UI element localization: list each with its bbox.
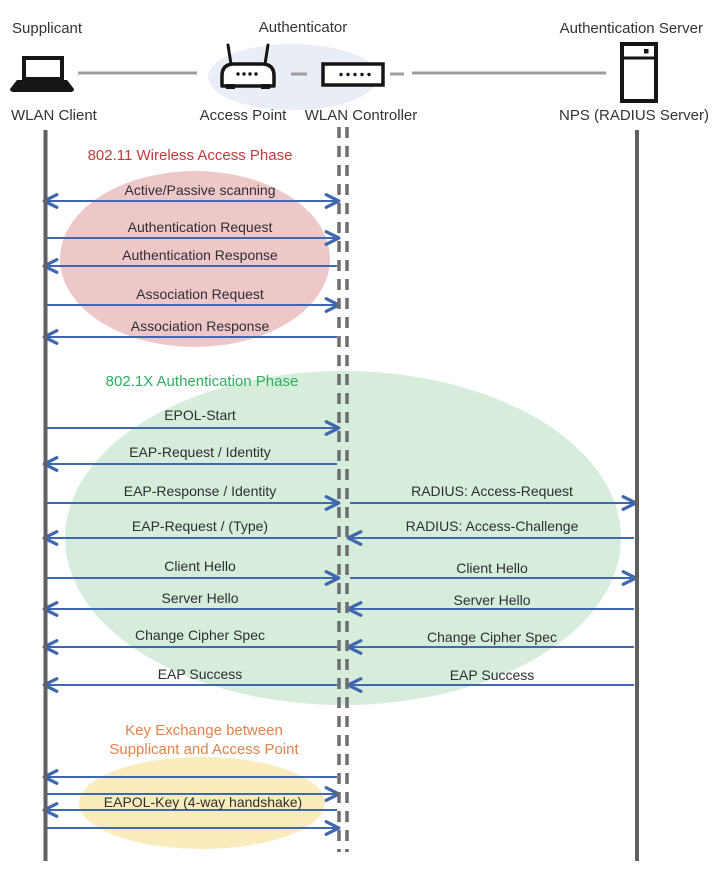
server-icon [620,42,658,103]
msg-epol-start: EPOL-Start [164,407,236,423]
phase2-title: 802.1X Authentication Phase [105,373,299,390]
msg-eap-request-type: EAP-Request / (Type) [131,518,269,534]
msg-authentication-request: Authentication Request [127,219,273,235]
msg-eap-success-right: EAP Success [449,667,535,683]
phase3-title-line2: Supplicant and Access Point [109,741,299,758]
device-label-wlan-client: WLAN Client [11,107,97,124]
msg-radius-access-request: RADIUS: Access-Request [411,483,573,499]
msg-association-request: Association Request [136,286,264,302]
msg-radius-access-challenge: RADIUS: Access-Challenge [405,518,579,534]
msg-client-hello-left: Client Hello [164,558,236,574]
phase1-title: 802.11 Wireless Access Phase [87,147,293,164]
phase3-ellipse [79,757,325,849]
msg-client-hello-right: Client Hello [456,560,528,576]
msg-server-hello-right: Server Hello [453,592,531,608]
msg-active-passive-scanning: Active/Passive scanning [124,182,276,198]
device-label-nps: NPS (RADIUS Server) [558,107,710,124]
device-label-access-point: Access Point [199,107,287,124]
phase3-title: Key Exchange between Supplicant and Acce… [109,721,298,759]
msg-eap-response-identity: EAP-Response / Identity [123,483,277,499]
msg-eapol-key: EAPOL-Key (4-way handshake) [103,794,303,810]
msg-server-hello-left: Server Hello [161,590,239,606]
lifelines [43,127,639,861]
device-connector-lines [78,71,606,76]
phase3-title-line1: Key Exchange between [125,722,283,739]
msg-change-cipher-right: Change Cipher Spec [427,629,557,645]
access-point-icon [220,43,276,89]
role-label-auth-server: Authentication Server [559,20,703,37]
role-label-supplicant: Supplicant [12,20,83,37]
msg-association-response: Association Response [130,318,270,334]
role-label-authenticator: Authenticator [258,19,348,36]
msg-change-cipher-left: Change Cipher Spec [135,627,265,643]
msg-eap-request-identity: EAP-Request / Identity [129,444,271,460]
message-arrows-left [42,193,341,836]
message-arrows-right [346,495,638,693]
msg-eap-success-left: EAP Success [157,666,243,682]
device-label-wlan-controller: WLAN Controller [304,107,418,124]
laptop-icon [10,56,74,92]
wlan-controller-icon [321,62,385,87]
msg-authentication-response: Authentication Response [122,247,278,263]
